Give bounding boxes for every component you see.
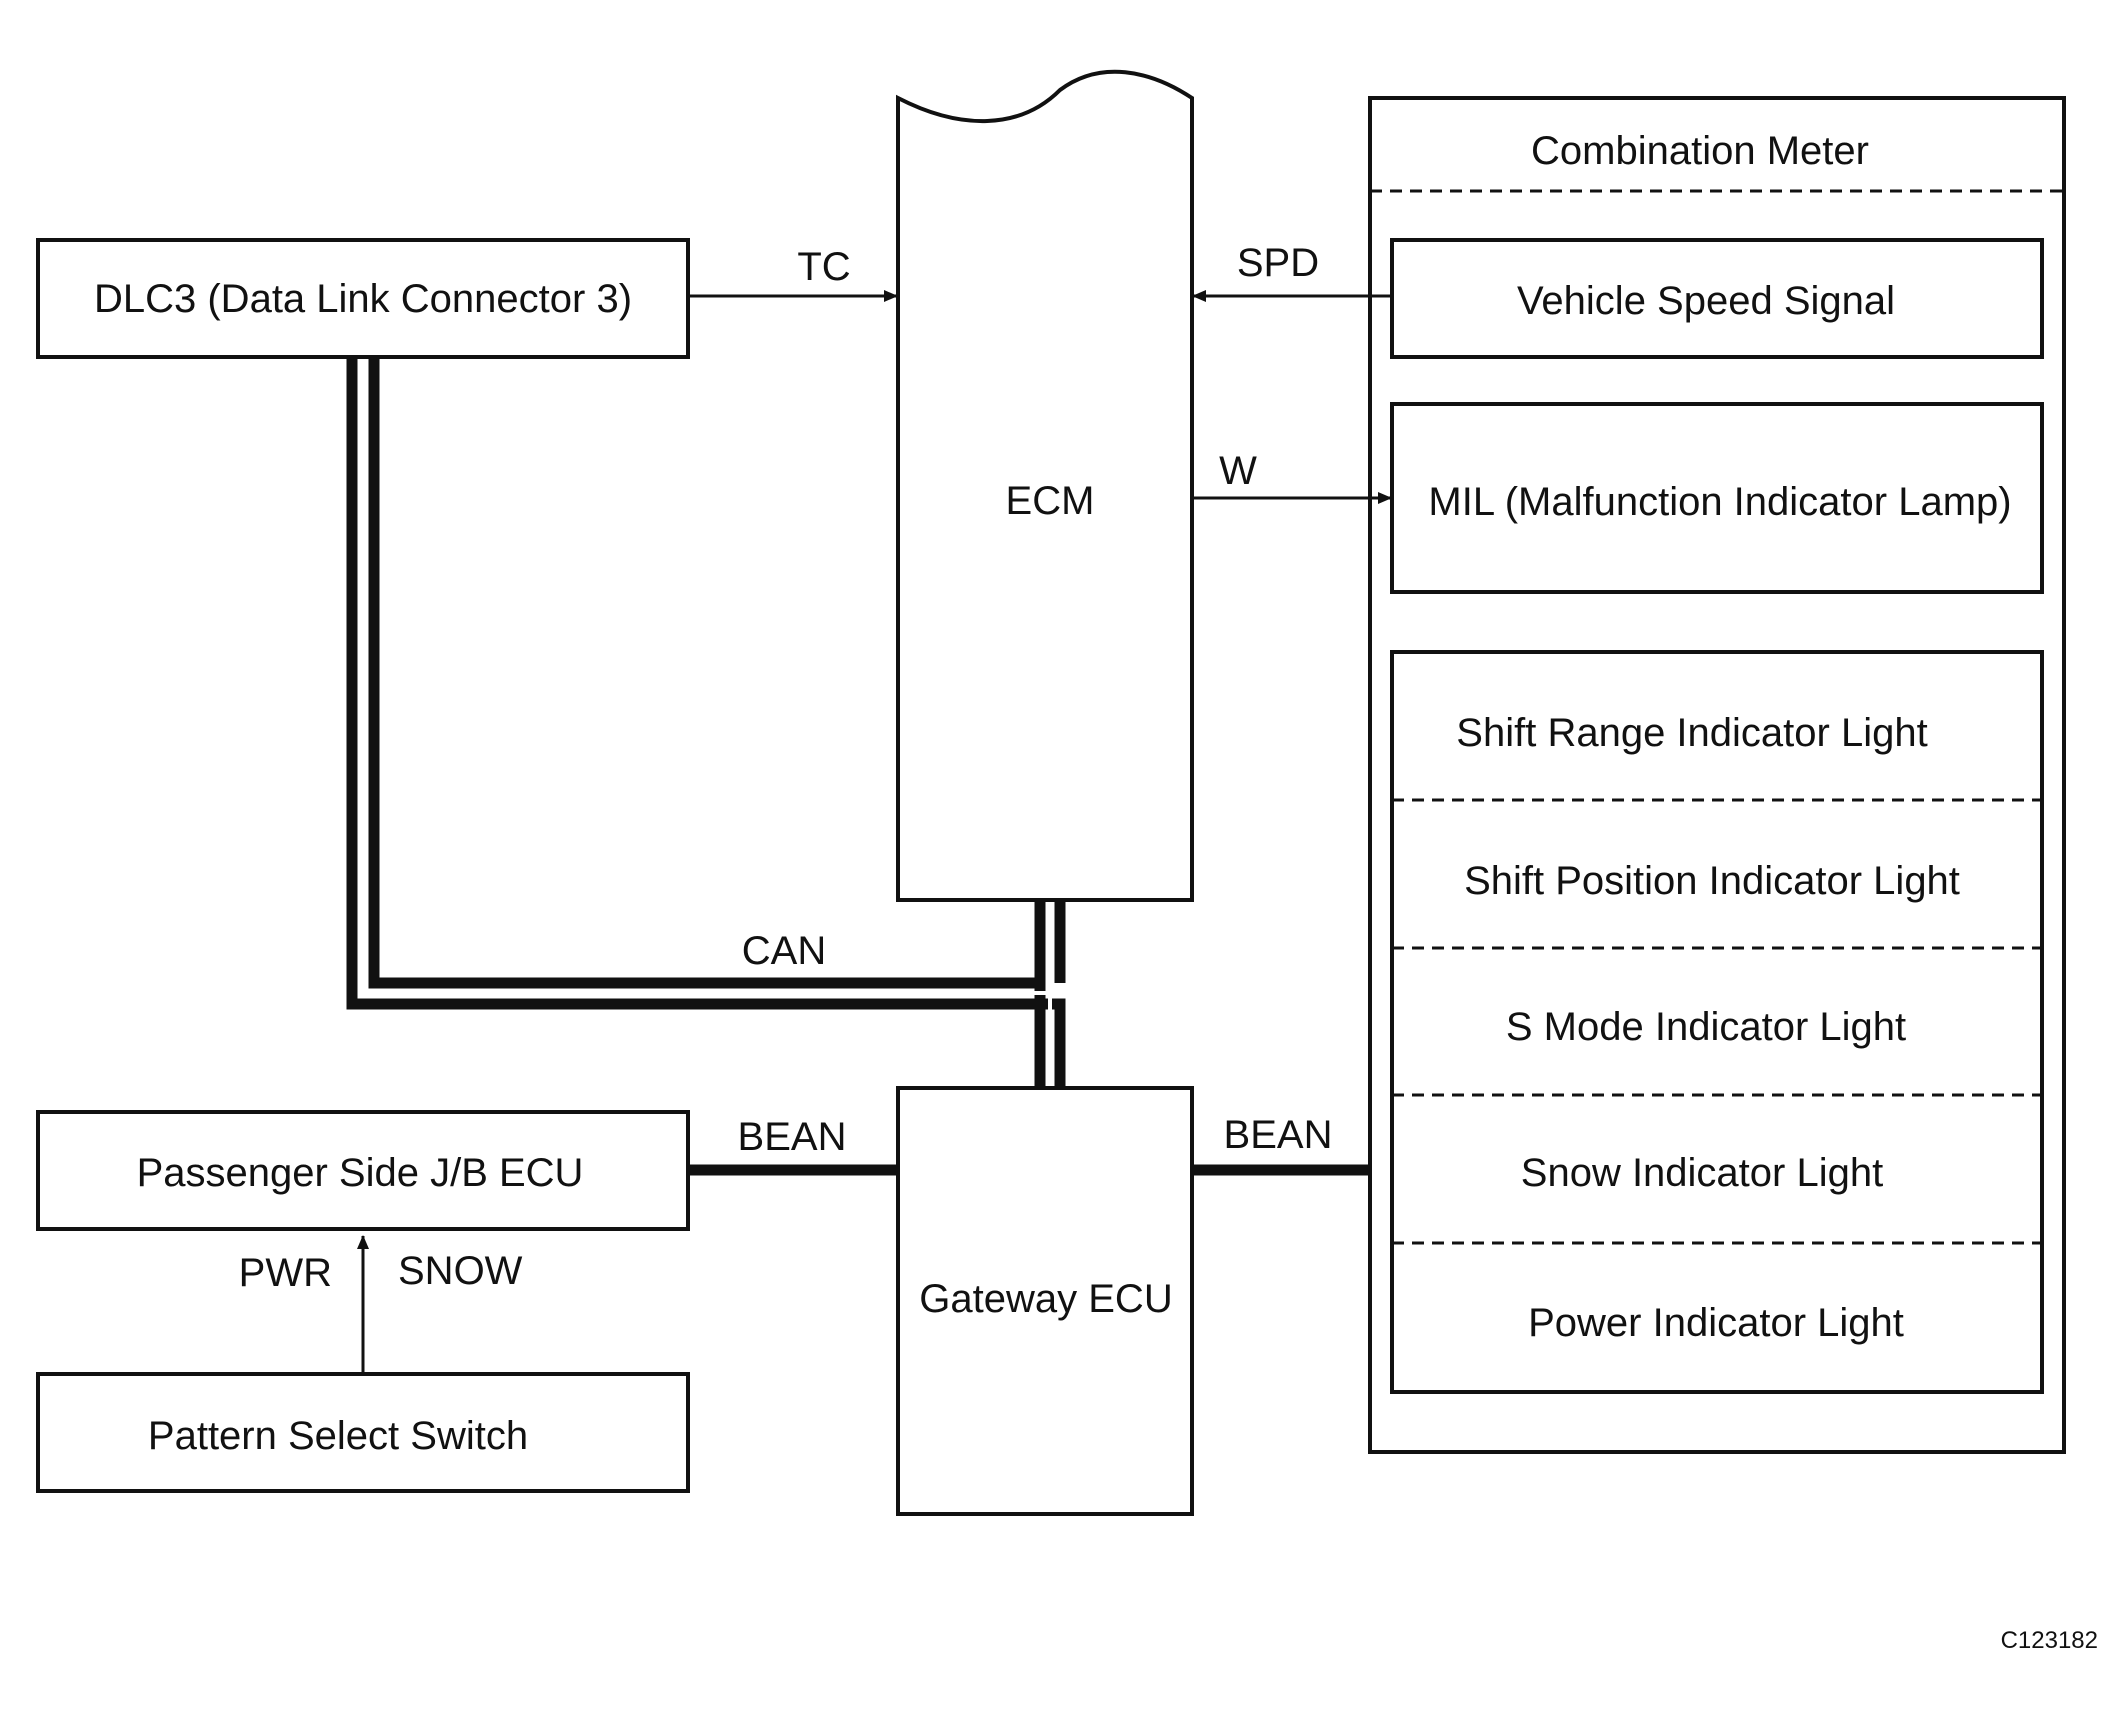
combination-meter-label: Combination Meter bbox=[1531, 129, 1869, 173]
shift-position-indicator-label: Shift Position Indicator Light bbox=[1464, 859, 1960, 903]
pattern-select-switch-label: Pattern Select Switch bbox=[148, 1414, 528, 1458]
snow-label: SNOW bbox=[398, 1249, 523, 1293]
shift-range-indicator-label: Shift Range Indicator Light bbox=[1456, 711, 1927, 755]
bean-right-label: BEAN bbox=[1224, 1113, 1333, 1157]
mil-box bbox=[1390, 402, 2044, 594]
passenger-jb-ecu-box bbox=[36, 1110, 690, 1231]
vehicle-speed-signal-label: Vehicle Speed Signal bbox=[1517, 279, 1895, 323]
gateway-ecu-label: Gateway ECU bbox=[919, 1277, 1172, 1321]
figure-code: C123182 bbox=[2001, 1627, 2098, 1654]
pattern-select-switch-box bbox=[36, 1372, 690, 1493]
w-label: W bbox=[1219, 449, 1257, 493]
can-label: CAN bbox=[742, 929, 826, 973]
vehicle-speed-signal-box bbox=[1390, 238, 2044, 359]
passenger-jb-ecu-label: Passenger Side J/B ECU bbox=[137, 1151, 584, 1195]
snow-indicator-label: Snow Indicator Light bbox=[1521, 1151, 1883, 1195]
s-mode-indicator-label: S Mode Indicator Light bbox=[1506, 1005, 1906, 1049]
spd-label: SPD bbox=[1237, 241, 1319, 285]
can-bus bbox=[346, 357, 1066, 1090]
indicator-stack-box bbox=[1390, 650, 2044, 1394]
gateway-ecu-box bbox=[896, 1086, 1194, 1516]
pwr-label: PWR bbox=[239, 1251, 332, 1295]
ecm-box bbox=[896, 69, 1194, 902]
mil-label: MIL (Malfunction Indicator Lamp) bbox=[1428, 480, 2011, 524]
dlc3-box bbox=[36, 238, 690, 359]
ecm-label: ECM bbox=[1006, 479, 1095, 523]
dlc3-label: DLC3 (Data Link Connector 3) bbox=[94, 277, 632, 321]
tc-label: TC bbox=[797, 245, 850, 289]
power-indicator-label: Power Indicator Light bbox=[1528, 1301, 1904, 1345]
bean-left-label: BEAN bbox=[738, 1115, 847, 1159]
